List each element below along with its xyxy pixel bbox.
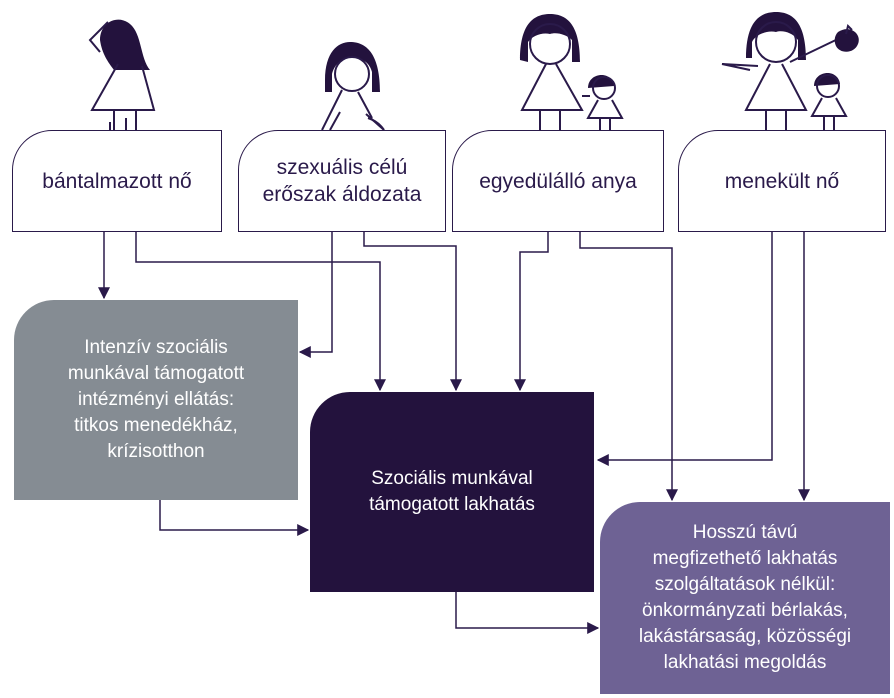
service-label-intensive: Intenzív szociális munkával támogatott i…	[67, 337, 245, 462]
arrow-refugee-to-supported	[596, 232, 773, 466]
arrow-sexual-to-supported	[363, 232, 462, 392]
group-box-sexual: szexuális célú erőszak áldozata	[238, 130, 446, 232]
group-label-abused: bántalmazott nő	[42, 169, 192, 193]
group-label-single: egyedülálló anya	[479, 169, 637, 193]
arrow-abused-to-supported	[135, 232, 386, 392]
service-box-supported: Szociális munkával támogatott lakhatás	[310, 392, 594, 592]
service-box-longterm: Hosszú távú megfizethető lakhatás szolgá…	[600, 502, 890, 694]
group-box-refugee: menekült nő	[678, 130, 886, 232]
service-label-supported: Szociális munkával támogatott lakhatás	[369, 468, 535, 515]
refugee-mother-and-child-icon	[721, 12, 859, 132]
group-label-refugee: menekült nő	[724, 169, 840, 193]
group-box-abused: bántalmazott nő	[12, 130, 222, 232]
arrow-intensive-to-supported	[159, 500, 310, 536]
group-label-sexual: szexuális célú erőszak áldozata	[262, 156, 422, 206]
connectors	[98, 232, 810, 634]
service-label-longterm: Hosszú távú megfizethető lakhatás szolgá…	[638, 522, 852, 673]
group-box-single: egyedülálló anya	[452, 130, 664, 232]
arrow-sexual-to-intensive	[298, 232, 333, 358]
arrow-single-to-longterm	[579, 232, 678, 502]
service-box-intensive: Intenzív szociális munkával támogatott i…	[14, 300, 298, 500]
arrow-supported-to-longterm	[455, 592, 600, 634]
sad-woman-icon	[321, 42, 385, 131]
arrow-single-to-supported	[514, 232, 549, 392]
mother-and-child-icon	[520, 14, 624, 132]
distressed-woman-icon	[88, 19, 156, 130]
